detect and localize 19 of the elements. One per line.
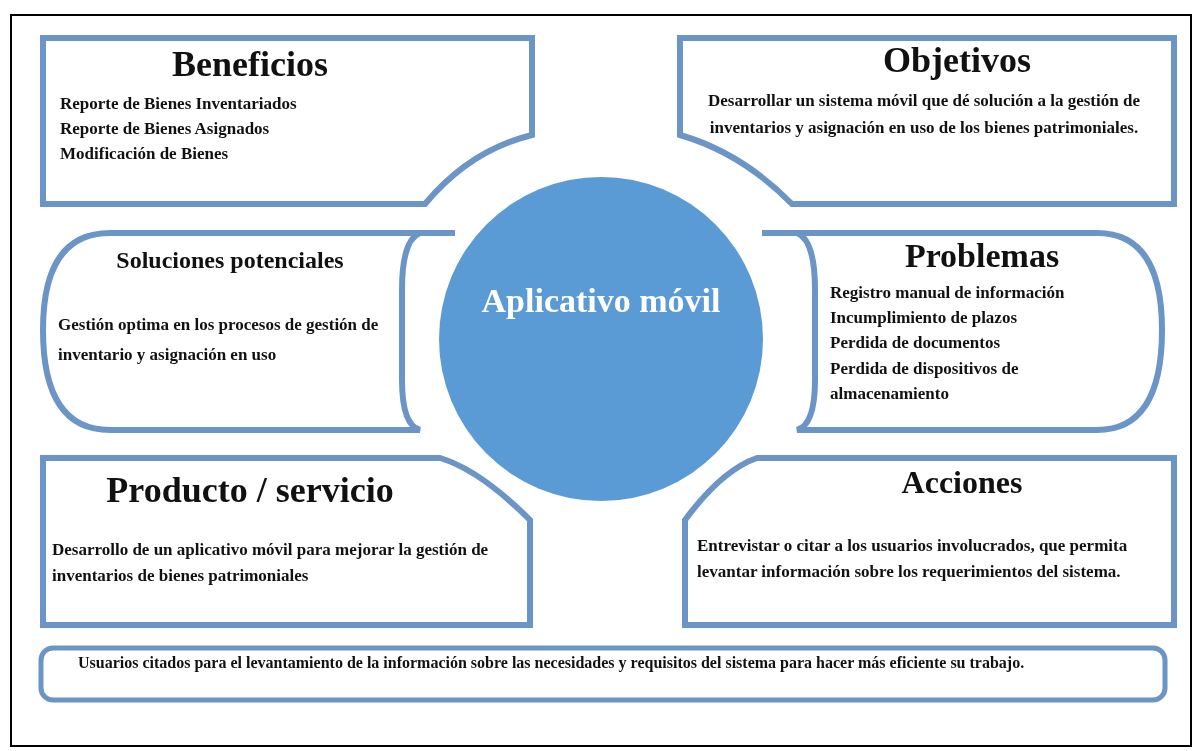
section-heading: Soluciones potenciales — [115, 246, 345, 275]
body-text: Desarrollo de un aplicativo móvil para mejorar la gestión de inventarios de bienes patrimoniales — [52, 539, 490, 587]
note-text: Usuarios citados para el levantamiento de la información sobre las necesidades y requisitos del sistema para hacer más eficiente su trabajo. — [78, 653, 1026, 674]
list-item: Incumplimiento de plazos — [830, 307, 1019, 329]
section-heading: Acciones — [900, 463, 1024, 502]
list-item: Reporte de Bienes Asignados — [60, 118, 271, 140]
section-heading: Objetivos — [882, 39, 1032, 82]
section-heading: Beneficios — [171, 43, 329, 86]
list-item: Modificación de Bienes — [60, 143, 230, 165]
body-text: Desarrollar un sistema móvil que dé solución a la gestión de inventarios y asignación en uso de los bienes patrimoniales. — [707, 90, 1141, 140]
section-heading: Producto / servicio — [105, 469, 395, 512]
list-item: Reporte de Bienes Inventariados — [60, 93, 298, 115]
list-item: Perdida de documentos — [830, 332, 1001, 354]
center-label: Aplicativo móvil — [480, 281, 722, 321]
body-text: Gestión optima en los procesos de gestión de inventario y asignación en uso — [58, 314, 380, 366]
body-text: Entrevistar o citar a los usuarios involucrados, que permita levantar información sobre los requerimientos del sistema. — [697, 535, 1129, 583]
section-heading: Problemas — [903, 236, 1061, 276]
list-item: Registro manual de información — [830, 282, 1066, 304]
list-item: Perdida de dispositivos de almacenamiento — [830, 358, 1020, 405]
